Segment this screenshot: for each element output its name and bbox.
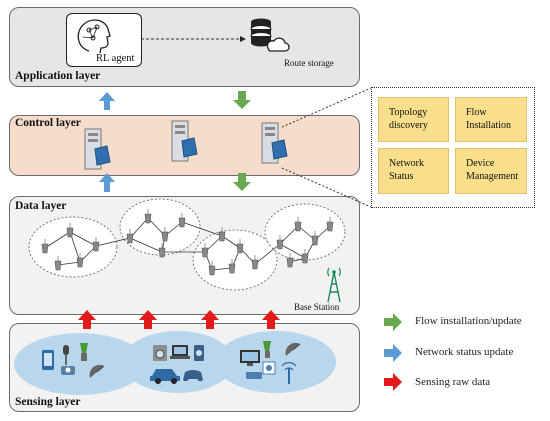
network-link-2	[69, 231, 97, 247]
controller-server-icon-3	[261, 122, 288, 164]
router-icon-16	[251, 255, 259, 270]
network-link-11	[129, 237, 163, 253]
controller-server-icon-1	[84, 128, 111, 170]
flow-installation-arrow-top	[233, 91, 251, 109]
sensing-data-arrow-2	[139, 310, 157, 329]
legend-arrow-flow	[384, 313, 402, 331]
router-icon-2	[66, 223, 74, 238]
device-mgmt-label-2: Management	[466, 170, 519, 182]
router-icon-4	[76, 253, 84, 268]
network-status-box: Network Status	[378, 148, 449, 194]
laptop-icon	[170, 345, 190, 359]
network-status-label-1: Network	[389, 158, 424, 169]
base-station-icon	[327, 267, 341, 303]
flow-label-2: Installation	[466, 119, 511, 131]
legend-arrow-sensing	[384, 373, 402, 391]
rl-agent-label: RL agent	[96, 53, 135, 64]
sensing-layer-title: Sensing layer	[15, 396, 81, 408]
router-icon-5	[54, 256, 62, 271]
control-layer-title: Control layer	[15, 117, 81, 129]
network-cloud-2	[119, 198, 201, 256]
satellite-dish-icon	[89, 364, 105, 378]
router-icon-21	[301, 249, 309, 264]
legend-arrow-network	[384, 344, 402, 362]
sensing-data-arrow-1	[78, 310, 96, 329]
legend-network-label: Network status update	[415, 346, 514, 358]
device-mgmt-label-1: Device	[466, 158, 495, 169]
router-icon-11	[201, 243, 209, 258]
network-status-label-2: Status	[389, 170, 414, 182]
wifi-antenna-icon	[281, 362, 297, 384]
network-link-23	[279, 243, 306, 259]
data-layer-title: Data layer	[15, 200, 67, 212]
network-status-arrow-mid	[99, 173, 115, 192]
network-link-19	[254, 243, 281, 265]
legend-flow-label: Flow installation/update	[415, 315, 522, 327]
router-icon-8	[161, 227, 169, 242]
network-link-4	[57, 261, 81, 266]
satellite-dish-icon-2	[285, 342, 301, 356]
controller-server-icon-2	[171, 120, 198, 162]
callout-line-bottom	[281, 167, 372, 208]
route-storage-label: Route storage	[284, 58, 334, 68]
light-bulb-icon-2	[263, 341, 271, 358]
router-icon-12	[218, 227, 226, 242]
network-link-1	[44, 231, 71, 249]
microphone-icon	[63, 345, 69, 365]
device-management-box: Device Management	[455, 148, 527, 194]
camera-icon	[61, 366, 75, 375]
speaker-icon	[194, 345, 204, 361]
router-icon-14	[228, 259, 236, 274]
application-layer-title: Application layer	[15, 70, 101, 82]
router-icon-3	[92, 237, 100, 252]
topology-label-2: discovery	[389, 119, 428, 131]
network-link-25	[181, 221, 223, 237]
topology-label-1: Topology	[389, 107, 428, 118]
topology-discovery-box: Topology discovery	[378, 97, 449, 142]
flow-installation-arrow-mid	[233, 173, 251, 191]
sensing-data-arrow-3	[201, 310, 219, 329]
legend-sensing-label: Sensing raw data	[415, 376, 491, 388]
router-icon-9	[178, 213, 186, 228]
router-icon-13	[236, 239, 244, 254]
router-icon-7	[144, 209, 152, 224]
sensing-cluster-3	[216, 331, 336, 393]
temperature-sensor-icon	[262, 361, 276, 375]
router-icon-17	[276, 235, 284, 250]
router-icon-10	[158, 243, 166, 258]
sensing-data-arrow-4	[262, 310, 280, 329]
router-icon-1	[41, 239, 49, 254]
monitor-icon	[240, 350, 260, 366]
network-link-6	[95, 237, 131, 247]
router-device-icon	[246, 372, 262, 379]
router-icon-15	[208, 261, 216, 276]
route-storage-icon	[250, 18, 290, 52]
router-icon-6	[126, 229, 134, 244]
game-controller-icon	[183, 370, 203, 382]
router-icon-20	[326, 217, 334, 232]
callout-line-top	[281, 87, 372, 128]
light-bulb-icon	[80, 343, 88, 361]
router-icon-18	[294, 217, 302, 232]
flow-label-1: Flow	[466, 107, 487, 118]
network-cloud-1	[28, 216, 118, 278]
car-icon	[150, 369, 180, 384]
base-station-label: Base Station	[294, 302, 340, 312]
rl-agent-head-icon	[77, 19, 111, 54]
router-icon-19	[311, 231, 319, 246]
washing-machine-icon	[153, 345, 167, 361]
smartphone-icon	[42, 350, 54, 370]
flow-installation-box: Flow Installation	[455, 97, 527, 142]
network-status-arrow-top	[99, 92, 115, 110]
sensing-cluster-1	[14, 333, 146, 395]
router-icon-22	[286, 253, 294, 268]
network-link-16	[211, 267, 233, 271]
